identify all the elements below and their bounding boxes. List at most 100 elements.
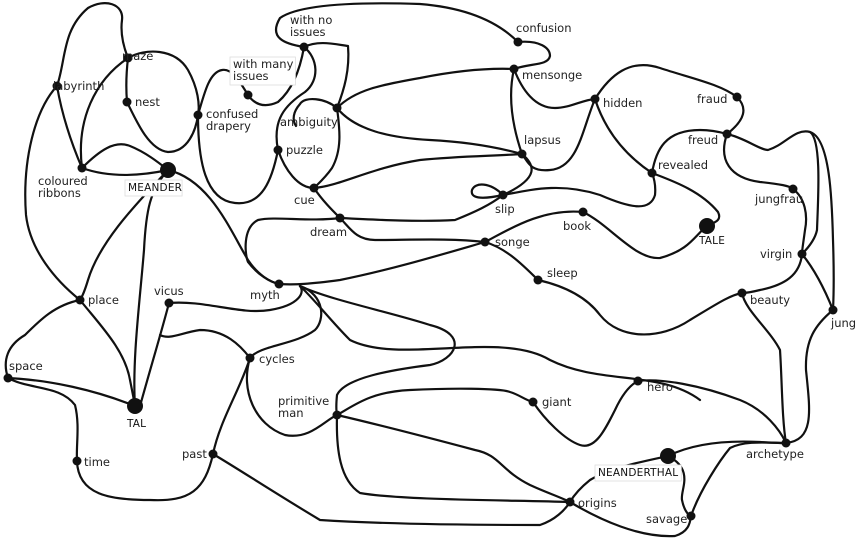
label-text: revealed	[658, 158, 708, 172]
label-dream: dream	[310, 225, 347, 239]
label-vicus: vicus	[154, 284, 184, 298]
edge-myth-archetype	[298, 284, 702, 402]
label-text: hero	[647, 380, 673, 394]
edge-coloured-ribbons-meander-2	[80, 143, 170, 172]
node-confusion	[513, 37, 523, 47]
label-mensonge: mensonge	[522, 68, 582, 82]
edge-songe-sleep	[483, 240, 540, 282]
edge-hero-archetype	[636, 379, 788, 445]
label-text: labyrinth	[53, 79, 104, 93]
label-songe: songe	[495, 235, 530, 249]
label-text: drapery	[206, 119, 251, 133]
label-savage: savage	[646, 512, 687, 526]
node-maze	[123, 53, 133, 63]
edge-songe-book	[483, 210, 585, 244]
label-text: maze	[122, 49, 153, 63]
label-puzzle: puzzle	[286, 143, 323, 157]
node-beauty	[737, 288, 747, 298]
edge-coloured-ribbons-meander	[80, 166, 170, 177]
label-past: past	[182, 447, 207, 461]
edge-time-past	[75, 452, 215, 502]
node-tal	[127, 398, 143, 414]
edge-songe-myth	[277, 240, 487, 286]
label-origins: origins	[578, 496, 617, 510]
edge-hidden-revealed	[593, 97, 654, 175]
edge-neanderthal-origins	[568, 454, 670, 504]
label-text: cue	[294, 193, 315, 207]
node-revealed	[647, 168, 657, 178]
edge-ambiguity-cue	[312, 106, 341, 190]
edge-savage-archetype	[689, 441, 788, 518]
label-ambiguity: ambiguity	[280, 115, 338, 129]
edge-vicus-cycles	[158, 328, 252, 360]
label-text: jungfrau	[754, 192, 803, 206]
label-hero: hero	[647, 380, 673, 394]
node-giant	[528, 397, 538, 407]
edge-past-origins	[211, 452, 572, 527]
label-text: MEANDER	[128, 182, 182, 194]
node-with-no-issues	[299, 42, 309, 52]
label-text: slip	[495, 202, 515, 216]
label-tal: TAL	[126, 418, 146, 430]
label-text: vicus	[154, 284, 184, 298]
label-maze: maze	[122, 49, 153, 63]
node-place	[75, 295, 85, 305]
edge-space-time	[6, 376, 79, 463]
edge-cycles-past	[211, 356, 252, 456]
label-text: primitive	[278, 394, 329, 408]
node-cycles	[245, 353, 255, 363]
label-text: freud	[688, 133, 718, 147]
label-text: dream	[310, 225, 347, 239]
edge-slip-revealed	[501, 171, 657, 208]
edge-sleep-beauty	[536, 278, 744, 336]
label-neanderthal: NEANDERTHAL	[594, 464, 682, 482]
label-place: place	[88, 293, 119, 307]
edge-cue-lapsus	[312, 152, 524, 190]
edge-space-tal	[6, 376, 137, 408]
label-time: time	[84, 455, 110, 469]
edge-freud-jung	[808, 130, 835, 312]
edge-mensonge-hidden	[512, 67, 597, 110]
edge-confusion-mensonge	[512, 40, 552, 71]
label-text: myth	[250, 288, 280, 302]
label-text: savage	[646, 512, 687, 526]
node-past	[208, 449, 218, 459]
node-fraud	[732, 92, 742, 102]
label-text: beauty	[750, 293, 790, 307]
edge-vicus-myth	[167, 284, 303, 313]
label-text: virgin	[760, 247, 792, 261]
label-text: mensonge	[522, 68, 582, 82]
label-box	[229, 56, 296, 86]
edge-beauty-archetype	[740, 291, 788, 445]
label-slip: slip	[495, 202, 515, 216]
edge-lapsus-slip	[470, 152, 533, 199]
label-text: ambiguity	[280, 115, 338, 129]
label-archetype: archetype	[746, 447, 804, 461]
node-vicus	[164, 298, 174, 308]
label-text: ribbons	[38, 186, 81, 200]
label-lapsus: lapsus	[524, 133, 561, 147]
node-slip	[498, 190, 508, 200]
label-meander: MEANDER	[124, 179, 183, 197]
node-labyrinth	[52, 81, 62, 91]
edge-origins-savage	[568, 500, 693, 538]
label-text: archetype	[746, 447, 804, 461]
edge-place-space	[4, 298, 82, 380]
edge-vicus-tal	[138, 301, 171, 408]
label-text: space	[9, 359, 43, 373]
label-giant: giant	[542, 395, 572, 409]
edge-with-no-issues-confusion	[274, 2, 520, 49]
label-text: sleep	[547, 266, 578, 280]
edges-layer	[4, 2, 835, 538]
nodes-layer	[3, 37, 838, 521]
label-text: puzzle	[286, 143, 323, 157]
node-hero	[633, 376, 643, 386]
node-space	[3, 373, 13, 383]
label-box	[594, 464, 682, 482]
edge-ambiguity-lapsus	[335, 106, 524, 156]
label-text: NEANDERTHAL	[598, 467, 678, 479]
